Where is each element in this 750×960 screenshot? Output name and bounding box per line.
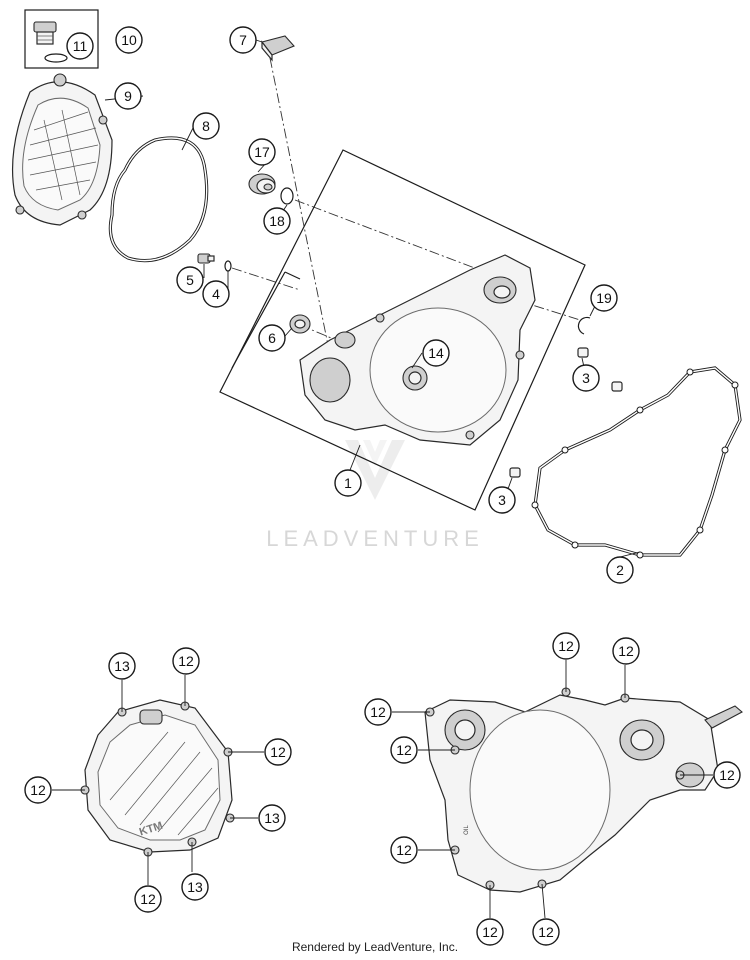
- svg-text:12: 12: [270, 744, 286, 760]
- callout-12-r-top2: 12: [612, 637, 640, 665]
- callout-3-lower: 3: [488, 486, 516, 514]
- callout-17: 17: [248, 138, 276, 166]
- sub-frame: [231, 271, 286, 369]
- svg-text:13: 13: [114, 658, 130, 674]
- callout-12-r-top1: 12: [552, 632, 580, 660]
- svg-text:1: 1: [344, 475, 352, 491]
- svg-text:12: 12: [618, 643, 634, 659]
- inner-cover-gasket: [531, 366, 742, 559]
- cover-grille: [109, 731, 219, 836]
- dowel-pins: [509, 347, 623, 478]
- callout-10: 10: [115, 26, 143, 54]
- callout-13-top: 13: [108, 652, 136, 680]
- inner-cover-detail: OIL: [424, 687, 743, 893]
- svg-text:12: 12: [719, 767, 735, 783]
- callout-12-r-right: 12: [713, 761, 741, 789]
- svg-text:19: 19: [596, 290, 612, 306]
- screw: [197, 253, 215, 264]
- assembly-frame: [219, 149, 586, 511]
- plug-o-ring: [44, 53, 68, 63]
- svg-text:8: 8: [202, 118, 210, 134]
- outer-cover-detail: KTM: [80, 699, 235, 857]
- callout-6: 6: [258, 324, 286, 352]
- callout-9: 9: [114, 82, 142, 110]
- svg-text:3: 3: [498, 492, 506, 508]
- svg-text:12: 12: [396, 842, 412, 858]
- svg-text:13: 13: [187, 879, 203, 895]
- callout-19: 19: [590, 284, 618, 312]
- callout-8: 8: [192, 112, 220, 140]
- cover-ribs: [27, 109, 99, 201]
- oil-filler-plug: [33, 21, 57, 45]
- cover-cap: [261, 35, 295, 62]
- callout-12-r-left: 12: [390, 736, 418, 764]
- callout-3-upper: 3: [572, 364, 600, 392]
- svg-text:12: 12: [538, 924, 554, 940]
- svg-text:3: 3: [582, 370, 590, 386]
- callout-12-bottom: 12: [134, 885, 162, 913]
- callout-12-right: 12: [264, 738, 292, 766]
- callout-12-r-bottom1: 12: [476, 918, 504, 946]
- svg-text:11: 11: [73, 38, 88, 54]
- svg-text:12: 12: [370, 704, 386, 720]
- svg-text:2: 2: [616, 562, 624, 578]
- watermark-text: LEADVENTURE: [266, 526, 484, 551]
- svg-text:4: 4: [212, 286, 220, 302]
- callout-12-r-lowleft: 12: [390, 836, 418, 864]
- svg-text:12: 12: [178, 653, 194, 669]
- seal-o-ring: [280, 187, 294, 205]
- callout-1: 1: [334, 469, 362, 497]
- case-marking: OIL: [464, 825, 470, 835]
- callout-12-r-topleft: 12: [364, 698, 392, 726]
- circlip: [577, 316, 591, 335]
- oil-filler-plug-group: [24, 9, 99, 69]
- callout-12-left: 12: [24, 776, 52, 804]
- callout-7: 7: [229, 26, 257, 54]
- svg-text:7: 7: [239, 32, 247, 48]
- svg-text:12: 12: [396, 742, 412, 758]
- render-credit: Rendered by LeadVenture, Inc.: [291, 940, 459, 954]
- svg-text:12: 12: [558, 638, 574, 654]
- washer: [224, 260, 232, 272]
- crank-seal: [289, 314, 311, 334]
- svg-text:13: 13: [264, 810, 280, 826]
- svg-text:6: 6: [268, 330, 276, 346]
- inner-cover-leaders: [392, 660, 713, 919]
- callout-2: 2: [606, 556, 634, 584]
- callout-13-right: 13: [258, 804, 286, 832]
- outer-cover-leaders: [52, 675, 264, 885]
- callout-13-bottom: 13: [181, 873, 209, 901]
- callout-11: 11: [66, 32, 94, 60]
- svg-text:17: 17: [254, 144, 270, 160]
- callout-14: 14: [422, 339, 450, 367]
- callout-12-r-bottom2: 12: [532, 918, 560, 946]
- shaft-seal: [248, 173, 276, 195]
- callout-4: 4: [202, 280, 230, 308]
- callout-12-top: 12: [172, 647, 200, 675]
- callout-18: 18: [263, 207, 291, 235]
- svg-text:12: 12: [30, 782, 46, 798]
- clutch-cover-gasket: [108, 136, 209, 263]
- clutch-cover: [11, 73, 113, 226]
- svg-text:10: 10: [121, 32, 137, 48]
- svg-text:9: 9: [124, 88, 132, 104]
- inner-clutch-cover: [299, 254, 536, 446]
- watermark-logo: [345, 440, 405, 500]
- svg-text:18: 18: [269, 213, 285, 229]
- svg-text:5: 5: [186, 272, 194, 288]
- svg-text:12: 12: [140, 891, 156, 907]
- callout-5: 5: [176, 266, 204, 294]
- svg-text:12: 12: [482, 924, 498, 940]
- svg-text:14: 14: [428, 345, 444, 361]
